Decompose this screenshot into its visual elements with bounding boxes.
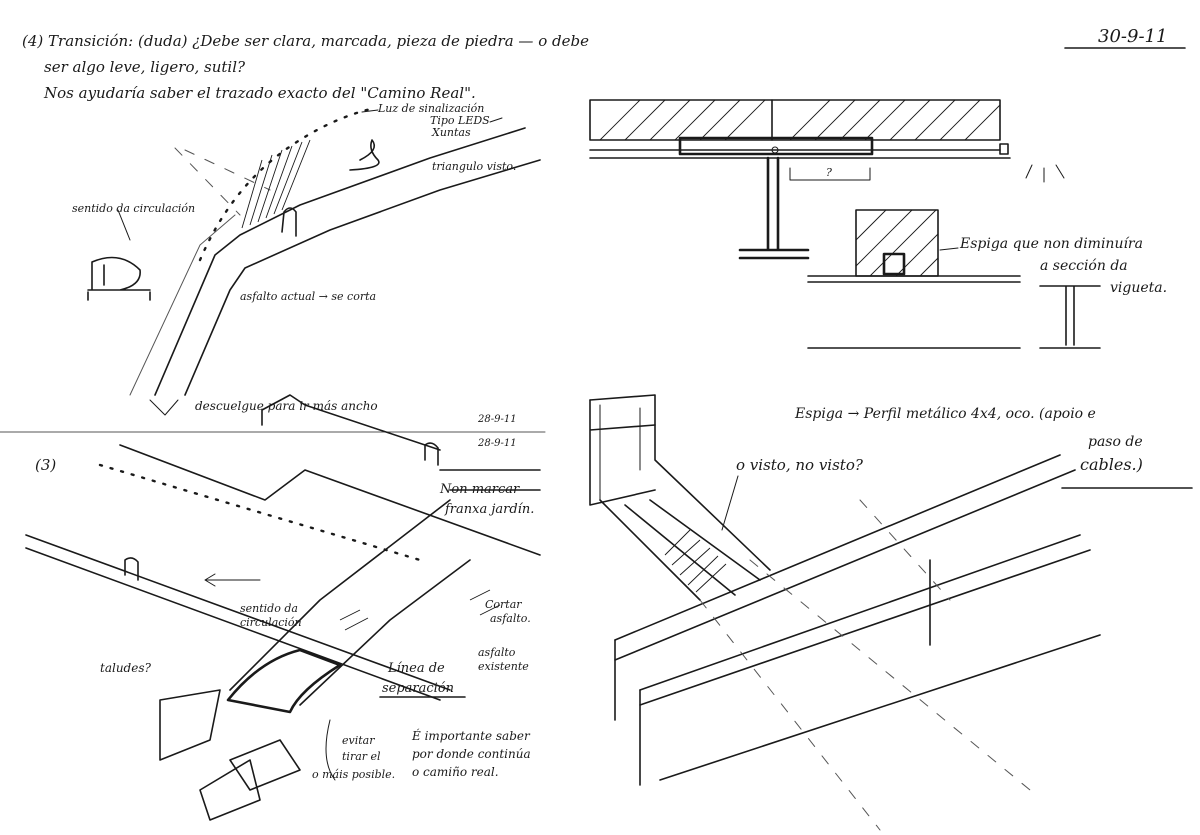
date-section: 30-9-11 [1098,26,1167,47]
label-espiga-1: Espiga que non diminuíra [959,236,1143,252]
sketch-number: (3) [35,456,56,474]
label-descuelgue: descuelgue para ir más ancho [195,399,378,413]
label-triangulo: triangulo visto. [432,160,516,173]
label-non-marcar-2: franxa jardín. [444,502,534,517]
label-importante-2: por donde continúa [412,747,531,761]
label-perfil-3: cables.) [1080,455,1143,474]
label-importante-1: É importante saber [411,728,531,743]
note-line-1: (4) Transición: (duda) ¿Debe ser clara, … [22,32,589,50]
note-line-2: ser algo leve, ligero, sutil? [44,58,246,76]
label-asfalto: asfalto actual → se corta [240,290,376,303]
label-existente-2: existente [478,660,529,673]
label-perfil-1: Espiga → Perfil metálico 4x4, oco. (apoi… [794,406,1096,422]
label-existente-1: asfalto [478,646,516,659]
label-evitar-3: o máis posible. [312,768,395,781]
label-non-marcar-1: Non marcar [439,482,520,497]
label-luz-3: Xuntas [431,126,471,139]
direction-symbol [87,256,151,301]
label-evitar-2: tirar el [342,750,381,763]
note-line-3: Nos ayudaría saber el trazado exacto del… [43,84,476,102]
label-luz-1: Luz de sinalización [377,102,484,115]
sketch-section-detail: 30-9-11 ? Espiga que non diminuíra a sec… [589,26,1186,349]
sketch-beam-perspective: Espiga → Perfil metálico 4x4, oco. (apoi… [589,394,1193,831]
label-linea-2: separación [382,681,454,696]
date-1: 28-9-11 [477,414,517,425]
label-luz-2: Tipo LEDS [430,114,490,127]
label-linea-1: Línea de [387,661,445,676]
shaded-wedge [241,139,311,229]
svg-text:?: ? [826,166,832,179]
label-cortar-1: Cortar [485,598,522,611]
label-sentido: sentido da circulación [72,202,195,215]
sketch-transition-plan: (4) Transición: (duda) ¿Debe ser clara, … [0,32,589,449]
label-sentido-1: sentido da [240,602,298,615]
label-visto: o visto, no visto? [736,456,864,474]
sketch-road-perspective: (3) Non marcar franxa jardín. sentido da… [25,394,541,821]
label-evitar-1: evitar [342,734,375,747]
label-talud: taludes? [100,661,151,675]
label-importante-3: o camiño real. [412,765,499,779]
label-espiga-2: a sección da [1040,258,1128,274]
label-espiga-3: vigueta. [1110,280,1167,296]
label-sentido-2: circulación [240,616,302,629]
label-perfil-2: paso de [1088,434,1143,450]
label-cortar-2: asfalto. [490,612,531,625]
date-2: 28-9-11 [477,438,517,449]
